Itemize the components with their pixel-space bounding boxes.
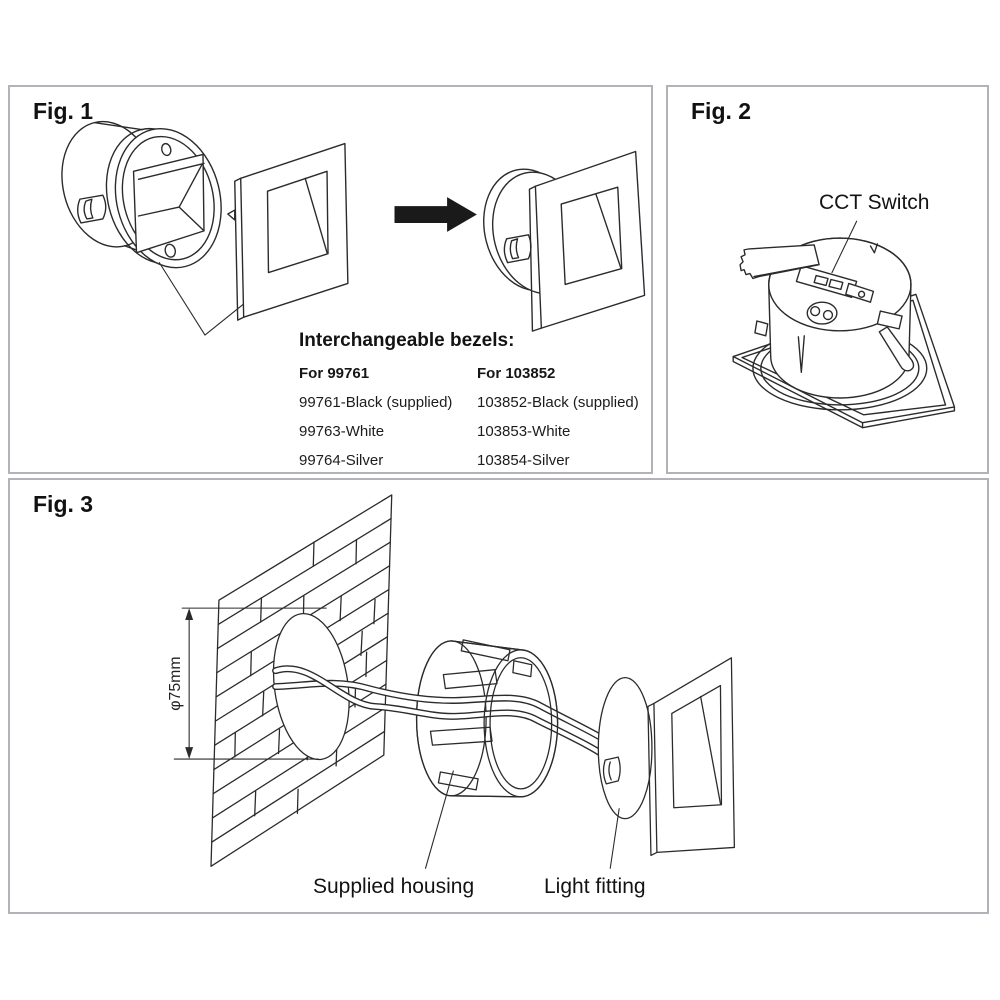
brick-wall-drawing bbox=[210, 494, 393, 867]
bezel-option: 103854-Silver bbox=[477, 452, 570, 469]
screw-hole-top bbox=[161, 142, 172, 157]
leader-lines bbox=[158, 262, 262, 336]
screw-hole-bottom bbox=[164, 243, 177, 258]
light-fitting-label: Light fitting bbox=[544, 875, 646, 898]
bezel-option: 103852-Black (supplied) bbox=[477, 394, 639, 411]
bezel-table: For 99761 99761-Black (supplied) 99763-W… bbox=[299, 359, 639, 475]
fig3-drawing: φ75mm bbox=[167, 494, 736, 869]
supplied-housing-rim bbox=[483, 649, 559, 798]
fig1-title: Fig. 1 bbox=[33, 98, 94, 124]
fig1-panel: Fig. 1 bbox=[8, 85, 653, 474]
bezel-column-103852: For 103852 103852-Black (supplied) 10385… bbox=[477, 359, 639, 475]
cct-switch-label: CCT Switch bbox=[819, 191, 930, 214]
latch-tab bbox=[602, 756, 621, 785]
supplied-housing-label: Supplied housing bbox=[313, 875, 475, 898]
fig2-drawing bbox=[732, 220, 956, 429]
fig2-panel: Fig. 2 CCT Switch bbox=[666, 85, 989, 474]
bezel-option: 99761-Black (supplied) bbox=[299, 394, 453, 411]
housing-leader-line bbox=[424, 770, 454, 869]
spring-clip-right bbox=[876, 310, 915, 372]
dimension-annotation: φ75mm bbox=[167, 607, 327, 760]
bezel-option: 103853-White bbox=[477, 423, 571, 440]
bezel-plate-drawing bbox=[227, 142, 349, 321]
housing-slot bbox=[437, 771, 479, 791]
rim-notch bbox=[869, 243, 879, 254]
fitting-leader-line bbox=[609, 808, 620, 869]
cct-switch-socket-drawing bbox=[795, 264, 875, 303]
bezel-column-99761: For 99761 99761-Black (supplied) 99763-W… bbox=[299, 359, 477, 475]
fig2-title: Fig. 2 bbox=[691, 98, 752, 124]
bezel-model-label: For 99761 bbox=[299, 365, 370, 382]
bezel-heading: Interchangeable bezels: bbox=[299, 330, 515, 351]
body-seam bbox=[797, 335, 805, 374]
bezel-info-block: Interchangeable bezels: For 99761 99761-… bbox=[299, 330, 639, 475]
latch-tab bbox=[77, 194, 107, 224]
assembled-fitting-drawing bbox=[483, 150, 646, 332]
light-fitting-drawing bbox=[597, 657, 736, 857]
right-arrow-icon bbox=[394, 197, 477, 232]
fig3-title: Fig. 3 bbox=[33, 491, 94, 517]
cct-leader-line bbox=[831, 220, 858, 274]
housing-slot bbox=[460, 639, 511, 662]
bezel-option: 99763-White bbox=[299, 423, 385, 440]
cable-grommet bbox=[806, 301, 838, 325]
fig3-panel: Fig. 3 Supplied housing Light fitting bbox=[8, 478, 989, 914]
housing-slot bbox=[442, 669, 498, 690]
hole-diameter-label: φ75mm bbox=[167, 656, 184, 710]
fig1-drawing bbox=[61, 120, 646, 336]
supplied-housing-drawing bbox=[415, 639, 559, 798]
bezel-option: 99764-Silver bbox=[299, 452, 384, 469]
housing-slot bbox=[429, 726, 493, 746]
housing-slot bbox=[512, 660, 533, 678]
bezel-model-label: For 103852 bbox=[477, 365, 556, 382]
spring-clip-left bbox=[754, 320, 769, 337]
connector-plug-drawing bbox=[739, 244, 820, 280]
round-housing-drawing bbox=[61, 120, 222, 269]
